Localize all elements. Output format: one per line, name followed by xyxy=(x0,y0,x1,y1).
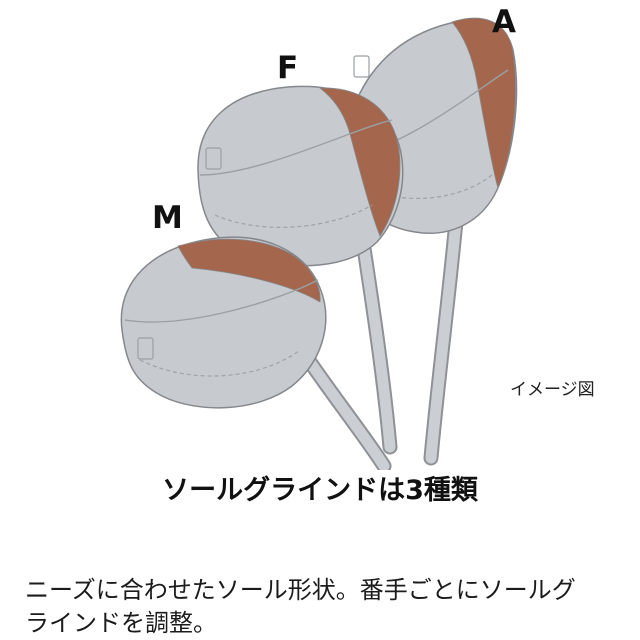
wedge-f-sole-copper xyxy=(318,87,401,237)
wedge-a-label: A xyxy=(492,4,516,40)
wedge-m-groove xyxy=(139,349,301,377)
body-text: ニーズに合わせたソール形状。番手ごとにソールグラインドを調整。 xyxy=(25,576,576,638)
wedge-f xyxy=(197,85,404,455)
wedge-m-crease xyxy=(124,279,319,323)
wedge-f-crease xyxy=(199,119,393,176)
wedge-m-face-mark xyxy=(137,337,154,360)
wedge-illustration xyxy=(120,17,518,470)
wedge-f-groove xyxy=(214,204,373,228)
wedge-m xyxy=(120,236,392,470)
wedge-a-face-mark xyxy=(353,55,370,78)
wedge-f-label: F xyxy=(277,50,299,86)
wedge-f-shaft xyxy=(356,229,396,453)
section-title: ソールグラインドは3種類 xyxy=(162,475,478,506)
wedge-f-face-mark xyxy=(205,147,222,170)
wedge-a-shaft xyxy=(425,194,464,464)
wedge-m-label: M xyxy=(152,200,183,236)
wedge-m-sole-copper xyxy=(177,238,321,303)
wedge-a-sole-copper xyxy=(451,17,516,190)
image-caption: イメージ図 xyxy=(510,380,595,400)
